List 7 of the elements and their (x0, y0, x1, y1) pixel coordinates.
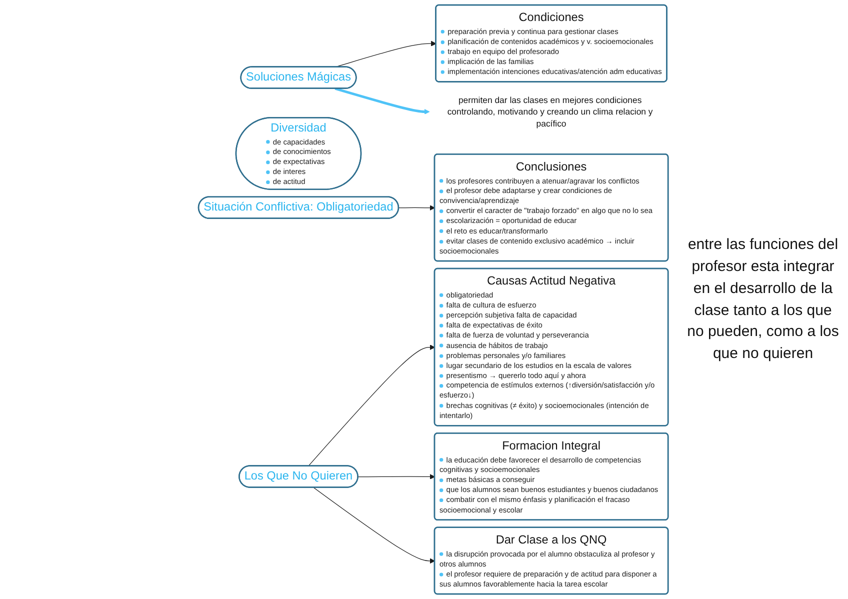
arrow (398, 205, 436, 211)
note-text: entre las funciones del profesor esta integrar en el desarrollo de la clase tanto a los que no pueden, como a los que no quieren (686, 235, 840, 364)
node-text: permiten dar las clases en mejores condiciones controlando, motivando y creando un clima relacion y pacífico (447, 94, 653, 128)
arrow (313, 487, 436, 564)
arrow (358, 474, 436, 480)
arrow (334, 87, 430, 114)
arrow (308, 344, 436, 466)
